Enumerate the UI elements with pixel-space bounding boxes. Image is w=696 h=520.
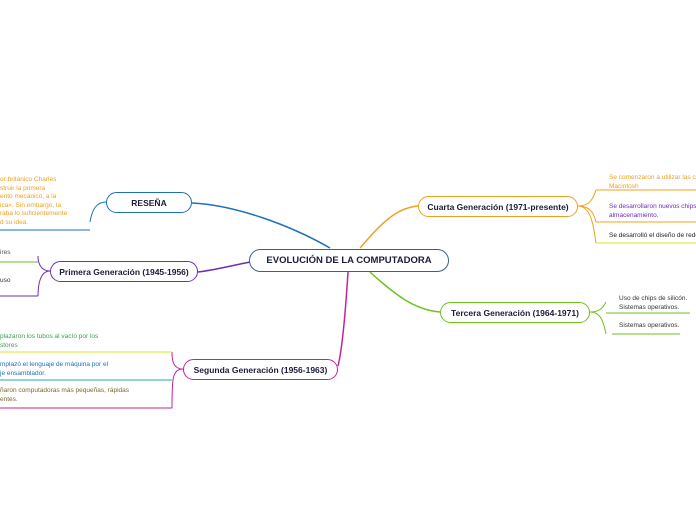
cuarta-item-1: Se comenzaron a utilizar las c Macintosh [609, 174, 696, 190]
branch-cuarta[interactable]: Cuarta Generación (1971-presente) [418, 196, 578, 217]
central-topic[interactable]: EVOLUCIÓN DE LA COMPUTADORA [249, 249, 449, 272]
segunda-item-2: mplazó el lenguaje de máquina por el je … [0, 361, 109, 377]
connector-primera [197, 261, 251, 273]
primera-item-2: uso [0, 277, 11, 284]
resena-text: or británico Charles struir la primera e… [0, 176, 68, 226]
branch-tercera-label: Tercera Generación (1964-1971) [451, 307, 579, 318]
connector-resena [191, 202, 331, 249]
connector-segunda [337, 271, 349, 367]
branch-segunda[interactable]: Segunda Generación (1956-1963) [183, 359, 338, 380]
branch-cuarta-label: Cuarta Generación (1971-presente) [427, 201, 569, 212]
branch-tercera[interactable]: Tercera Generación (1964-1971) [440, 302, 590, 323]
tercera-item-1: Uso de chips de silicón. Sistemas operat… [619, 295, 688, 311]
connector-cuarta [359, 205, 419, 249]
segunda-item-1: plazaron los tubos al vacío por los stor… [0, 333, 99, 349]
cuarta-item-3: Se desarrolló el diseño de rede [609, 232, 696, 239]
central-topic-label: EVOLUCIÓN DE LA COMPUTADORA [266, 255, 432, 266]
branch-primera[interactable]: Primera Generación (1945-1956) [50, 261, 198, 282]
branch-resena-label: RESEÑA [131, 197, 167, 208]
branch-resena[interactable]: RESEÑA [106, 192, 192, 213]
cuarta-item-2: Se desarrollaron nuevos chips almacenami… [609, 203, 696, 219]
tercera-item-2: Sistemas operativos. [619, 322, 680, 329]
connector-tercera [369, 271, 441, 313]
branch-segunda-label: Segunda Generación (1956-1963) [193, 364, 328, 375]
branch-primera-label: Primera Generación (1945-1956) [59, 266, 189, 277]
segunda-item-3: ñaron computadoras más pequeñas, rápidas… [0, 387, 129, 403]
primera-item-1: ires [0, 249, 11, 256]
